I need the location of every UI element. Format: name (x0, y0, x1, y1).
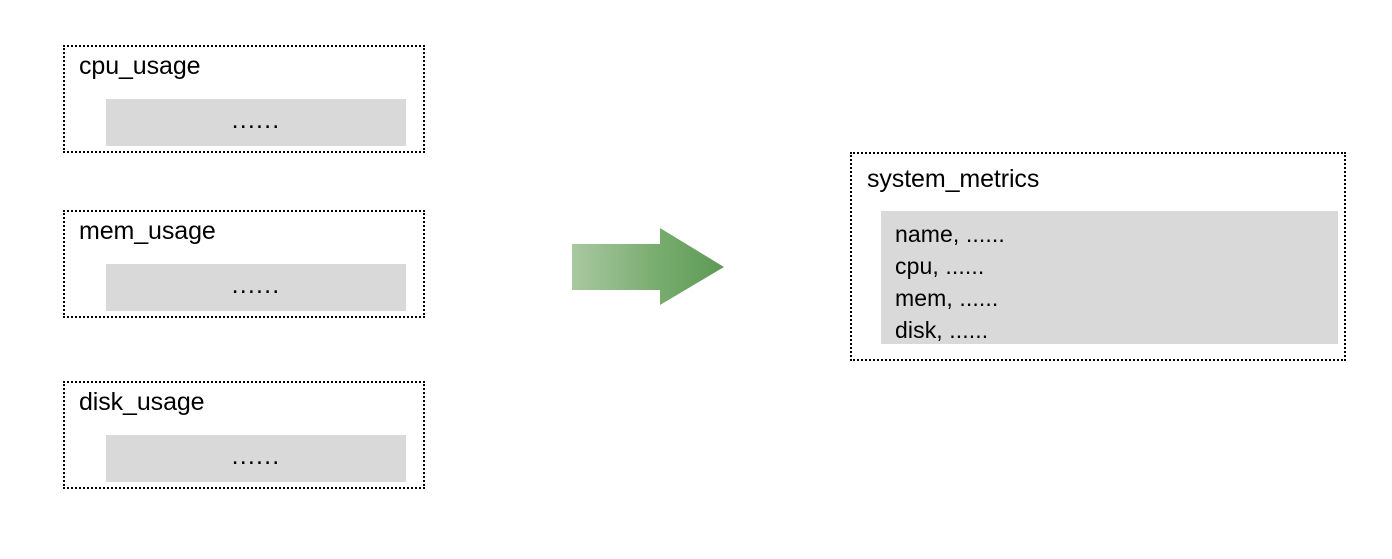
source-box-body-panel: ...... (106, 264, 406, 311)
ellipsis-placeholder: ...... (231, 271, 281, 299)
target-field-row: mem, ...... (895, 285, 999, 311)
ellipsis-placeholder: ...... (231, 106, 281, 134)
target-field-row: disk, ...... (895, 317, 989, 343)
source-box-body-panel: ...... (106, 99, 406, 146)
source-box-title: cpu_usage (79, 52, 201, 80)
target-box-system-metrics: system_metrics name, ...... cpu, ...... … (850, 152, 1346, 361)
flow-arrow (570, 226, 726, 308)
target-box-body-panel: name, ...... cpu, ...... mem, ...... dis… (881, 211, 1338, 344)
source-box-mem-usage: mem_usage ...... (63, 210, 425, 318)
ellipsis-placeholder: ...... (231, 442, 281, 470)
source-box-title: mem_usage (79, 217, 216, 245)
source-box-title: disk_usage (79, 388, 205, 416)
target-field-row: name, ...... (895, 221, 1005, 247)
source-box-body-panel: ...... (106, 435, 406, 482)
target-box-title: system_metrics (867, 165, 1040, 193)
source-box-cpu-usage: cpu_usage ...... (63, 45, 425, 153)
right-arrow-icon (572, 228, 724, 305)
target-field-row: cpu, ...... (895, 253, 985, 279)
source-box-disk-usage: disk_usage ...... (63, 381, 425, 489)
